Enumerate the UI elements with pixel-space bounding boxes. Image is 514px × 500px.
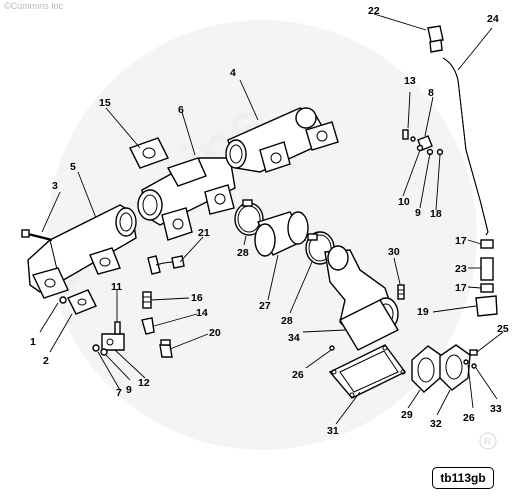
callout-29: 29 [401,409,413,421]
manifold-gasket-6 [166,157,207,187]
center-exhaust-manifold [137,157,236,241]
callout-28a: 28 [237,247,249,259]
callout-9a: 9 [126,384,132,396]
plug-20 [159,339,173,358]
callout-15: 15 [99,97,111,109]
manifold-gasket [67,289,97,315]
plug-30 [397,284,405,300]
callout-3: 3 [52,180,58,192]
callout-12: 12 [138,377,150,389]
bracket-12 [101,321,125,351]
nuts-7-9 [92,344,108,356]
callout-7: 7 [116,387,122,399]
callout-19: 19 [417,306,429,318]
exhaust-outlet-connection [324,245,399,351]
callout-18: 18 [430,208,442,220]
callout-27: 27 [259,300,271,312]
callout-30: 30 [388,246,400,258]
callout-31: 31 [327,425,339,437]
washer-26 [329,345,335,351]
callout-10: 10 [398,196,410,208]
callout-25: 25 [497,323,509,335]
elbow-19 [475,295,498,317]
callout-26a: 26 [292,369,304,381]
svg-text:R: R [484,437,491,448]
hardware-25-33 [463,349,478,369]
bellows-27 [254,211,309,257]
registered-mark-icon: R [479,432,497,450]
flange-32 [439,344,471,391]
front-exhaust-manifold [27,204,137,299]
callout-9b: 9 [415,207,421,219]
rear-exhaust-manifold [225,107,339,173]
callouts: 1 2 3 4 5 6 7 8 9 9 10 11 12 13 14 15 16… [30,5,509,437]
callout-8: 8 [428,87,434,99]
callout-28b: 28 [281,315,293,327]
seal-ring [59,296,67,304]
callout-11: 11 [111,281,122,293]
callout-13: 13 [404,75,416,87]
copyright-notice: ©Cummins Inc [4,1,64,11]
callout-34: 34 [288,332,300,344]
gasket-31 [328,344,407,399]
capscrew [21,229,53,242]
leader-lines [39,13,504,425]
hardware-13 [402,129,416,142]
callout-23: 23 [455,263,467,275]
callout-33: 33 [490,403,502,415]
figure-id-label: tb113gb [432,467,494,489]
callout-24: 24 [487,13,499,25]
callout-22: 22 [368,5,380,17]
callout-26b: 26 [463,412,475,424]
fitting-16 [142,291,152,309]
callout-20: 20 [209,327,221,339]
callout-14: 14 [196,307,208,319]
callout-16: 16 [191,292,203,304]
callout-17a: 17 [455,235,467,247]
callout-6: 6 [178,104,184,116]
callout-32: 32 [430,418,442,430]
callout-2: 2 [43,355,49,367]
fitting-21 [147,255,185,275]
clamp-28-left [234,199,264,236]
elbow-14 [141,317,155,335]
callout-4: 4 [230,67,236,79]
callout-1: 1 [30,336,36,348]
callout-5: 5 [70,161,76,173]
connector-17-bottom [480,283,494,293]
hose-23 [480,257,494,281]
fitting-22 [427,25,444,53]
drain-tube-24 [442,57,489,236]
manifold-gasket-15 [129,137,169,169]
connector-17-top [480,239,494,249]
callout-17b: 17 [455,282,467,294]
callout-21: 21 [198,227,210,239]
